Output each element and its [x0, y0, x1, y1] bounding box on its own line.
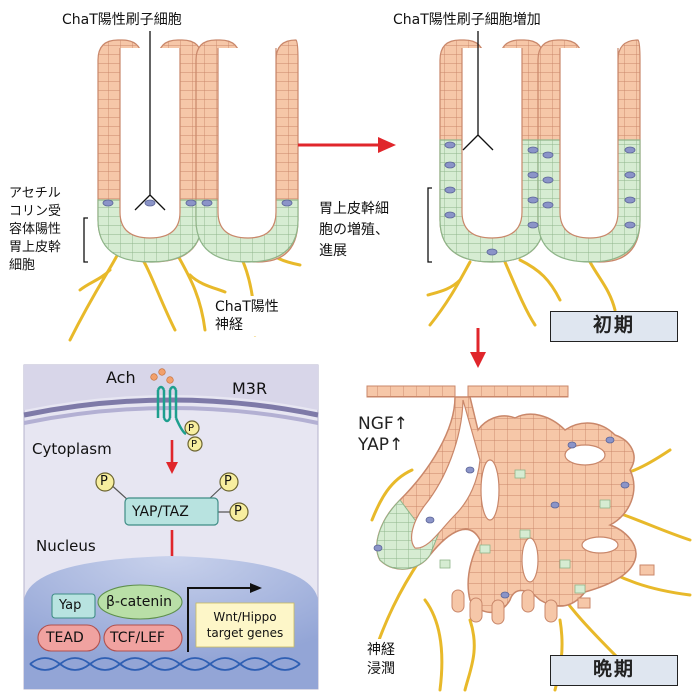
nucleus-label: Nucleus — [36, 537, 96, 555]
phosphate-label: P — [234, 504, 242, 519]
nerve-invasion-label: 神経 浸潤 — [362, 639, 400, 681]
cytoplasm-label: Cytoplasm — [32, 440, 112, 458]
late-stage-label: 晩期 — [550, 655, 678, 686]
marker-upregulation-label: NGF↑ YAP↑ — [358, 414, 408, 455]
chat-tuft-cell-label: ChaT陽性刷子細胞 — [57, 10, 187, 31]
late-stage-tumor-diagram — [366, 385, 692, 692]
phosphate-label: P — [100, 474, 108, 489]
yap-label: Yap — [59, 598, 82, 613]
tead-label: TEAD — [46, 630, 84, 646]
ach-molecules — [150, 368, 174, 384]
chat-tuft-increase-label: ChaT陽性刷子細胞増加 — [388, 10, 546, 31]
phosphate-label: P — [188, 423, 195, 434]
tuft-cells — [102, 199, 293, 207]
target-genes-label: Wnt/Hippo target genes — [206, 610, 284, 640]
m3r-receptor — [156, 385, 187, 436]
tcf-lef-label: TCF/LEF — [110, 630, 165, 646]
m3r-label: M3R — [232, 379, 268, 398]
progression-arrow-down — [470, 328, 486, 368]
normal-gland-diagram — [68, 30, 302, 342]
progenitor-cell-label: アセチル コリン受 容体陽性 胃上皮幹 細胞 — [4, 183, 67, 277]
beta-catenin-label: β-catenin — [106, 594, 173, 610]
chat-nerve-label: ChaT陽性 神経 — [210, 296, 284, 336]
early-stage-gland-diagram — [426, 30, 641, 327]
increased-tuft-cells — [444, 141, 636, 256]
stem-cell-proliferation-label: 胃上皮幹細 胞の増殖、 進展 — [314, 197, 394, 264]
progression-arrow-right — [298, 137, 396, 153]
ach-label: Ach — [106, 368, 136, 387]
phosphate-label: P — [224, 474, 232, 489]
early-stage-label: 初期 — [550, 311, 678, 342]
yap-taz-label: YAP/TAZ — [132, 504, 189, 520]
phosphate-label: P — [191, 439, 198, 450]
signaling-panel — [23, 364, 319, 690]
